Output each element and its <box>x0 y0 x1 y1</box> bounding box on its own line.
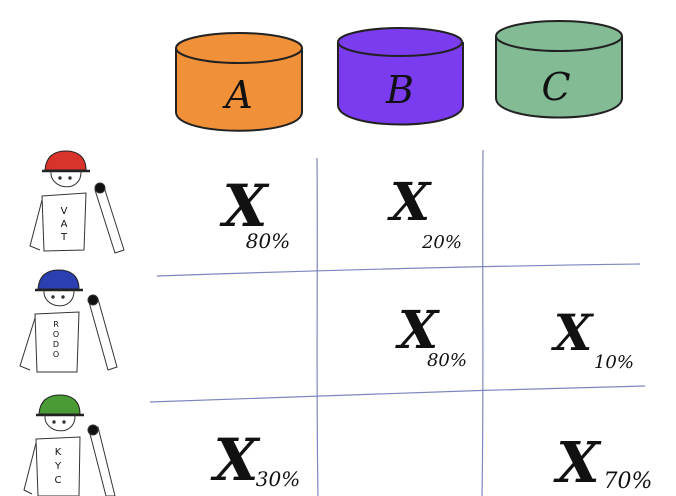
worker-kyc-eye-left <box>52 420 56 424</box>
worker-vat-helmet <box>44 150 87 171</box>
worker-kyc-roll-end <box>87 424 99 436</box>
cell-share-label: 30% <box>256 467 300 491</box>
worker-rodo-body <box>34 311 80 373</box>
worker-rodo-label-4: O <box>53 350 59 359</box>
worker-vat-body <box>41 192 87 252</box>
worker-rodo-eye-right <box>61 295 65 299</box>
worker-vat: V A T <box>29 150 125 254</box>
table-grid <box>149 149 646 496</box>
worker-kyc-eye-right <box>62 420 66 424</box>
cell-share-label: 80% <box>246 229 290 253</box>
worker-kyc-label-1: K <box>55 447 62 458</box>
worker-rodo-roll <box>88 298 118 371</box>
cell-mark-x: X <box>218 172 269 240</box>
worker-vat-eye-left <box>58 176 62 180</box>
cell-share-label: 80% <box>427 350 467 371</box>
grid-row-divider-1 <box>156 263 641 277</box>
cell-kyc-a: X 30% <box>209 426 300 494</box>
worker-kyc-helmet <box>38 394 81 415</box>
worker-vat-label-3: T <box>60 232 68 243</box>
worker-rodo-arm <box>19 317 36 371</box>
worker-rodo-label-3: D <box>53 340 59 349</box>
worker-rodo-eye-left <box>51 295 55 299</box>
worker-rodo-roll-end <box>87 294 99 306</box>
cell-mark-x: X <box>553 430 602 496</box>
database-c-body <box>495 36 623 119</box>
worker-vat-label-2: A <box>61 219 68 230</box>
worker-rodo-helmet <box>37 269 80 290</box>
cell-rodo-c: X 10% <box>551 303 634 373</box>
worker-rodo-face <box>43 289 75 307</box>
database-a: A <box>175 32 303 132</box>
worker-rodo-label-2: O <box>53 330 59 339</box>
worker-kyc-roll <box>88 426 116 496</box>
database-b: B <box>337 27 464 126</box>
database-c-label: C <box>541 65 570 109</box>
database-b-top <box>337 27 463 57</box>
cell-share-label: 20% <box>421 232 462 253</box>
grid-column-divider-2 <box>481 149 484 496</box>
worker-kyc-arm <box>23 442 37 495</box>
worker-vat-label-1: V <box>61 206 68 217</box>
worker-kyc-label-3: C <box>55 475 62 486</box>
worker-vat-arm <box>29 199 43 251</box>
cell-rodo-b: X 80% <box>395 300 467 371</box>
cell-vat-a: X 80% <box>218 172 290 253</box>
worker-vat-eye-right <box>68 176 72 180</box>
cell-kyc-c: X 70% <box>553 430 652 496</box>
worker-vat-face <box>50 170 82 188</box>
worker-kyc-label-2: Y <box>54 461 62 472</box>
cell-mark-x: X <box>387 172 433 233</box>
worker-kyc-body <box>35 436 81 496</box>
worker-kyc-face <box>44 414 76 432</box>
database-a-label: A <box>222 73 252 117</box>
grid-column-divider-1 <box>316 157 319 496</box>
worker-vat-roll-end <box>94 182 106 194</box>
cell-mark-x: X <box>209 426 260 494</box>
worker-kyc: K Y C <box>23 394 116 496</box>
database-b-body <box>337 42 464 126</box>
database-a-body <box>175 48 303 132</box>
cell-mark-x: X <box>395 300 441 361</box>
cell-share-label: 10% <box>594 352 634 373</box>
worker-rodo: R O D O <box>19 269 118 373</box>
database-c: C <box>495 20 623 119</box>
database-a-top <box>175 32 303 64</box>
cell-share-label: 70% <box>604 469 653 494</box>
worker-vat-roll <box>94 186 125 254</box>
database-b-label: B <box>385 68 414 112</box>
worker-rodo-label-1: R <box>53 320 59 329</box>
database-c-top <box>495 20 623 52</box>
cell-vat-b: X 20% <box>387 172 462 253</box>
grid-row-divider-2 <box>149 385 646 403</box>
cell-mark-x: X <box>551 303 595 362</box>
